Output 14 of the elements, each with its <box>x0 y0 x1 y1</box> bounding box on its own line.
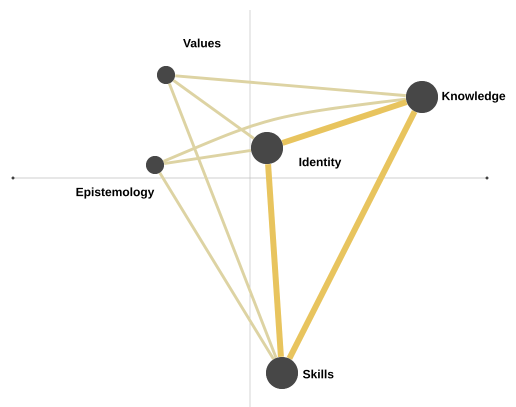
connector-line <box>164 148 252 166</box>
connector-line <box>282 99 408 146</box>
connector-line <box>286 110 418 360</box>
node-label: Identity <box>299 157 342 169</box>
connector-line <box>158 172 275 360</box>
node-label: Values <box>183 38 221 48</box>
connector-line <box>162 98 406 163</box>
connector-line <box>175 74 406 98</box>
node-label: Skills <box>302 370 334 378</box>
connector-line <box>168 83 278 358</box>
connector-line <box>172 79 255 140</box>
connector-line <box>265 164 284 357</box>
node-label: Epistemology <box>76 187 154 199</box>
node-label: Knowledge <box>442 91 506 103</box>
